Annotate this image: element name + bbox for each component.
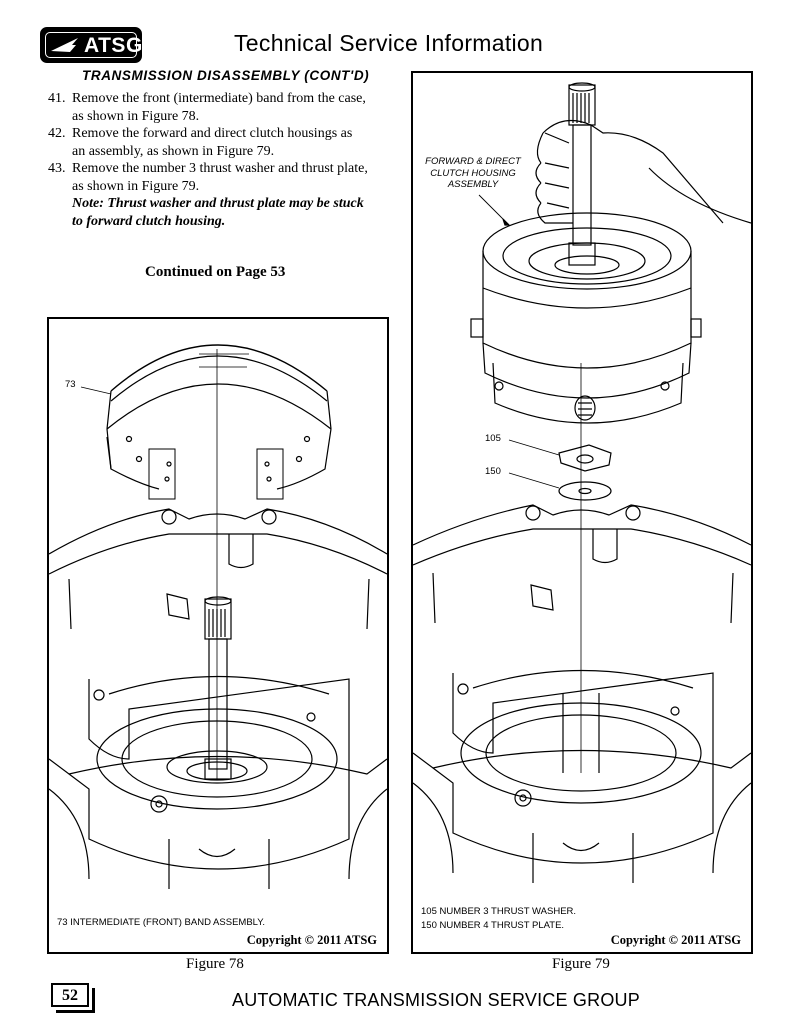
step-number: 41. <box>48 91 66 106</box>
plane-icon <box>51 38 78 52</box>
figure-78: 73 73 INTERMEDIATE (FRONT) BAND ASSEMBLY… <box>47 317 389 954</box>
step-text: Remove the number 3 thrust washer and th… <box>72 161 368 194</box>
figure-79-copyright: Copyright © 2011 ATSG <box>610 933 741 947</box>
figure-79-legend-150: 150 NUMBER 4 THRUST PLATE. <box>421 920 565 931</box>
step-43: 43. Remove the number 3 thrust washer an… <box>48 160 368 230</box>
step-number: 43. <box>48 161 66 176</box>
page-title: Technical Service Information <box>234 30 544 56</box>
step-text: Remove the front (intermediate) band fro… <box>72 91 366 124</box>
callout-105: 105 <box>485 433 501 444</box>
procedure-steps: 41. Remove the front (intermediate) band… <box>48 90 368 230</box>
footer-text: AUTOMATIC TRANSMISSION SERVICE GROUP <box>232 990 640 1010</box>
figure-78-copyright: Copyright © 2011 ATSG <box>246 933 377 947</box>
continued-note: Continued on Page 53 <box>145 264 286 280</box>
callout-150: 150 <box>485 466 501 477</box>
figure-79: FORWARD & DIRECT CLUTCH HOUSING ASSEMBLY… <box>411 71 753 954</box>
clutch-housing-removal-illustration <box>413 82 751 883</box>
figure-78-legend: 73 INTERMEDIATE (FRONT) BAND ASSEMBLY. <box>57 917 265 928</box>
step-41: 41. Remove the front (intermediate) band… <box>48 90 368 125</box>
section-title: TRANSMISSION DISASSEMBLY (CONT'D) <box>82 68 370 83</box>
callout-73: 73 <box>65 379 76 390</box>
note: Note: Thrust washer and thrust plate may… <box>72 196 364 229</box>
step-text: Remove the forward and direct clutch hou… <box>72 126 353 159</box>
band-removal-illustration <box>49 344 387 889</box>
page-number: 52 <box>51 983 95 1013</box>
figure-79-legend-105: 105 NUMBER 3 THRUST WASHER. <box>421 906 577 917</box>
step-number: 42. <box>48 126 66 141</box>
atsg-logo: ATSG <box>40 27 142 63</box>
figure-79-label: Figure 79 <box>552 956 610 972</box>
logo-text: ATSG <box>84 34 143 57</box>
figure-78-label: Figure 78 <box>186 956 244 972</box>
step-42: 42. Remove the forward and direct clutch… <box>48 125 368 160</box>
assembly-label: FORWARD & DIRECT CLUTCH HOUSING ASSEMBLY <box>425 156 521 190</box>
